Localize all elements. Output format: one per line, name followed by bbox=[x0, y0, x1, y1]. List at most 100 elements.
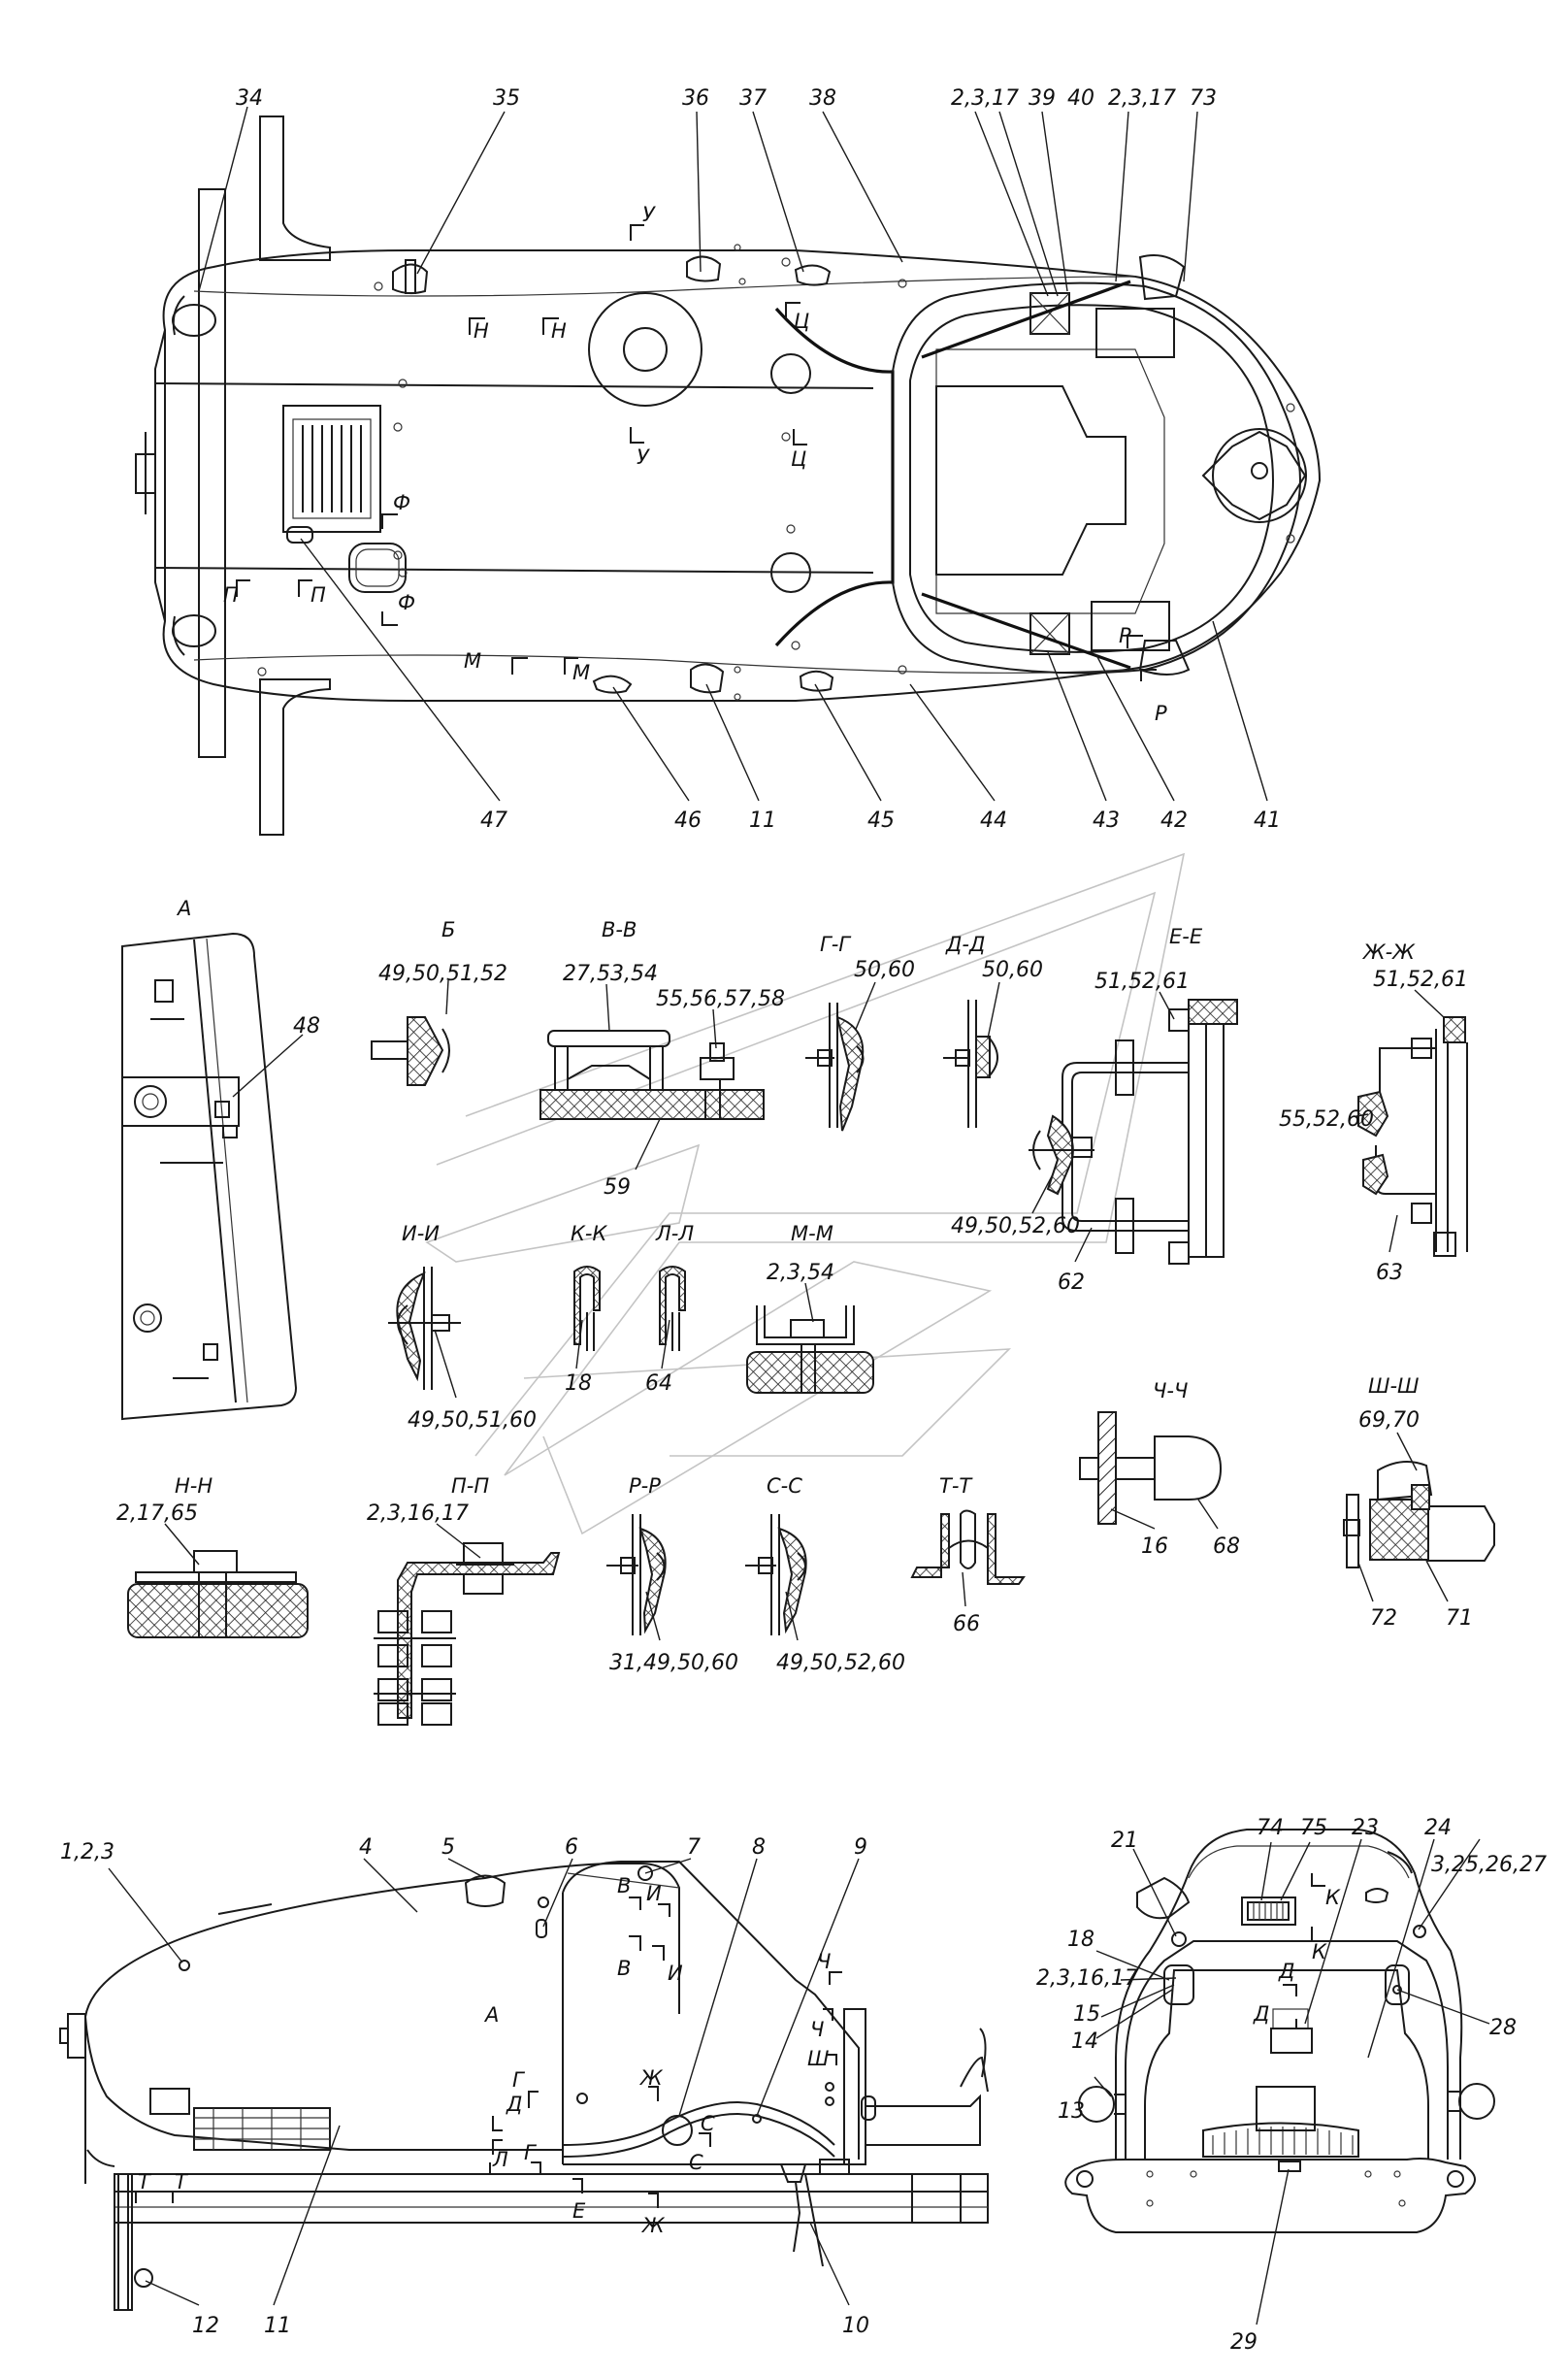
section-r-r-title: Р-Р bbox=[629, 1474, 661, 1498]
side-callout-5: 5 bbox=[441, 1835, 455, 1860]
section-s-s-title: С-С bbox=[767, 1474, 802, 1498]
side-louvers bbox=[193, 2107, 331, 2151]
top-callout-43: 43 bbox=[1093, 808, 1120, 833]
top-callout-45: 45 bbox=[867, 808, 895, 833]
section-k-k-callout: 18 bbox=[565, 1371, 592, 1396]
side-callout-6: 6 bbox=[565, 1835, 578, 1860]
section-i-i: И-И 49,50,51,60 bbox=[388, 1222, 537, 1433]
section-e-e-title: Е-Е bbox=[1169, 925, 1203, 948]
front-callout-75: 75 bbox=[1300, 1816, 1327, 1840]
section-sh-sh: Ш-Ш 69,70 72 71 bbox=[1343, 1374, 1495, 1631]
side-callout-4: 4 bbox=[359, 1835, 373, 1860]
side-mark-s2: С bbox=[689, 2151, 703, 2174]
front-callout-15: 15 bbox=[1073, 2002, 1100, 2027]
front-callout-23: 23 bbox=[1352, 1816, 1379, 1840]
section-l-l: Л-Л 64 bbox=[645, 1222, 694, 1396]
section-t-t-title: Т-Т bbox=[939, 1474, 973, 1498]
side-mark-t2: Т bbox=[175, 2170, 189, 2194]
side-mark-ch1: Ч bbox=[817, 1950, 831, 1973]
section-sh-sh-title: Ш-Ш bbox=[1368, 1374, 1420, 1398]
section-e-e: Е-Е 51,52,61 49,50,52,60 62 bbox=[951, 925, 1238, 1295]
front-callout-24: 24 bbox=[1424, 1816, 1452, 1840]
front-callout-28: 28 bbox=[1489, 2016, 1517, 2040]
top-callout-39: 39 bbox=[1029, 86, 1056, 111]
section-mark-r1: Р bbox=[1119, 624, 1131, 647]
front-mark-d1: Д bbox=[1278, 1960, 1294, 1983]
section-v-v-title: В-В bbox=[602, 918, 637, 941]
side-callout-11: 11 bbox=[264, 2314, 291, 2338]
section-l-l-callout: 64 bbox=[645, 1371, 672, 1396]
top-callout-73: 73 bbox=[1190, 86, 1217, 111]
front-callout-74: 74 bbox=[1257, 1816, 1284, 1840]
section-sh-sh-callout-2: 72 bbox=[1370, 1606, 1397, 1631]
top-callout-2-3-17-b: 2,3,17 bbox=[1108, 86, 1176, 111]
section-mark-r2: Р bbox=[1155, 702, 1167, 725]
section-s-s: С-С 49,50,52,60 bbox=[745, 1474, 905, 1675]
bracket-top bbox=[921, 280, 1131, 359]
top-callout-46: 46 bbox=[674, 808, 702, 833]
section-ch-ch-callout-1: 16 bbox=[1141, 1534, 1168, 1559]
top-callout-34: 34 bbox=[236, 86, 263, 111]
section-mark-p1: П bbox=[223, 583, 239, 607]
top-callout-41: 41 bbox=[1254, 808, 1281, 833]
radiator-grille bbox=[282, 405, 381, 544]
top-callout-40: 40 bbox=[1067, 86, 1094, 111]
section-g-g: Г-Г 50,60 bbox=[805, 933, 915, 1132]
side-mark-ch2: Ч bbox=[810, 2018, 824, 2041]
front-view: 21 74 75 23 24 3,25,26,27 18 2,3,16,17 1… bbox=[1036, 1816, 1547, 2355]
section-v-v: В-В 27,53,54 55,56,57,58 59 bbox=[539, 918, 785, 1200]
section-b-callout: 49,50,51,52 bbox=[378, 962, 507, 986]
section-g-g-callout: 50,60 bbox=[854, 958, 915, 982]
section-mark-f1: Ф bbox=[393, 491, 410, 514]
section-k-k-title: К-К bbox=[571, 1222, 607, 1245]
section-d-d-title: Д-Д bbox=[945, 933, 985, 956]
section-sh-sh-callout-1: 69,70 bbox=[1358, 1408, 1420, 1433]
front-mark-d2: Д bbox=[1253, 2002, 1269, 2026]
section-b: Б 49,50,51,52 bbox=[371, 918, 507, 1086]
front-mark-k2: К bbox=[1312, 1940, 1327, 1963]
section-t-t: Т-Т 66 bbox=[910, 1474, 1026, 1636]
view-a: А 48 bbox=[121, 897, 320, 1421]
top-callout-37: 37 bbox=[739, 86, 767, 111]
section-p-p: П-П 2,3,16,17 bbox=[367, 1474, 561, 1726]
side-mark-v1: В bbox=[617, 1874, 631, 1897]
section-sh-sh-callout-3: 71 bbox=[1446, 1606, 1473, 1631]
section-mark-m2: М bbox=[572, 661, 590, 684]
side-callout-12: 12 bbox=[192, 2314, 219, 2338]
section-i-i-title: И-И bbox=[402, 1222, 440, 1245]
section-mark-p2: П bbox=[310, 583, 326, 607]
section-zh-zh: Ж-Ж 51,52,61 55,52,60 63 bbox=[1279, 940, 1468, 1285]
side-mark-sh: Ш bbox=[807, 2047, 829, 2070]
front-callout-21: 21 bbox=[1111, 1829, 1138, 1853]
section-mark-m1: М bbox=[464, 649, 481, 673]
section-e-e-callout-2: 49,50,52,60 bbox=[951, 1214, 1080, 1238]
view-a-title: А bbox=[176, 897, 191, 920]
section-p-p-callout: 2,3,16,17 bbox=[367, 1501, 469, 1526]
section-zh-zh-title: Ж-Ж bbox=[1361, 940, 1416, 964]
section-v-v-callout-1: 27,53,54 bbox=[563, 962, 658, 986]
side-mark-l: Л bbox=[492, 2148, 508, 2171]
section-g-g-title: Г-Г bbox=[820, 933, 852, 956]
section-mark-u2: У bbox=[637, 445, 650, 469]
front-mark-k1: К bbox=[1325, 1886, 1341, 1909]
section-r-r-callout: 31,49,50,60 bbox=[609, 1651, 738, 1675]
section-mark-f2: Ф bbox=[398, 591, 415, 614]
top-callout-38: 38 bbox=[809, 86, 836, 111]
top-callout-42: 42 bbox=[1160, 808, 1188, 833]
section-e-e-callout-3: 62 bbox=[1058, 1270, 1085, 1295]
section-l-l-title: Л-Л bbox=[655, 1222, 694, 1245]
section-n-n-title: Н-Н bbox=[175, 1474, 212, 1498]
section-d-d-callout: 50,60 bbox=[982, 958, 1043, 982]
section-r-r: Р-Р 31,49,50,60 bbox=[606, 1474, 738, 1675]
side-callout-7: 7 bbox=[687, 1835, 701, 1860]
section-e-e-callout-1: 51,52,61 bbox=[1094, 970, 1190, 994]
side-mark-e: Е bbox=[572, 2199, 586, 2223]
side-callout-9: 9 bbox=[854, 1835, 867, 1860]
section-ch-ch: Ч-Ч 16 68 bbox=[1079, 1379, 1240, 1559]
side-mark-v2: В bbox=[617, 1957, 631, 1980]
top-callout-11: 11 bbox=[749, 808, 776, 833]
front-callout-29: 29 bbox=[1230, 2330, 1258, 2355]
section-v-v-callout-2: 55,56,57,58 bbox=[656, 987, 785, 1011]
background-ghost-arrows bbox=[425, 852, 1186, 1535]
